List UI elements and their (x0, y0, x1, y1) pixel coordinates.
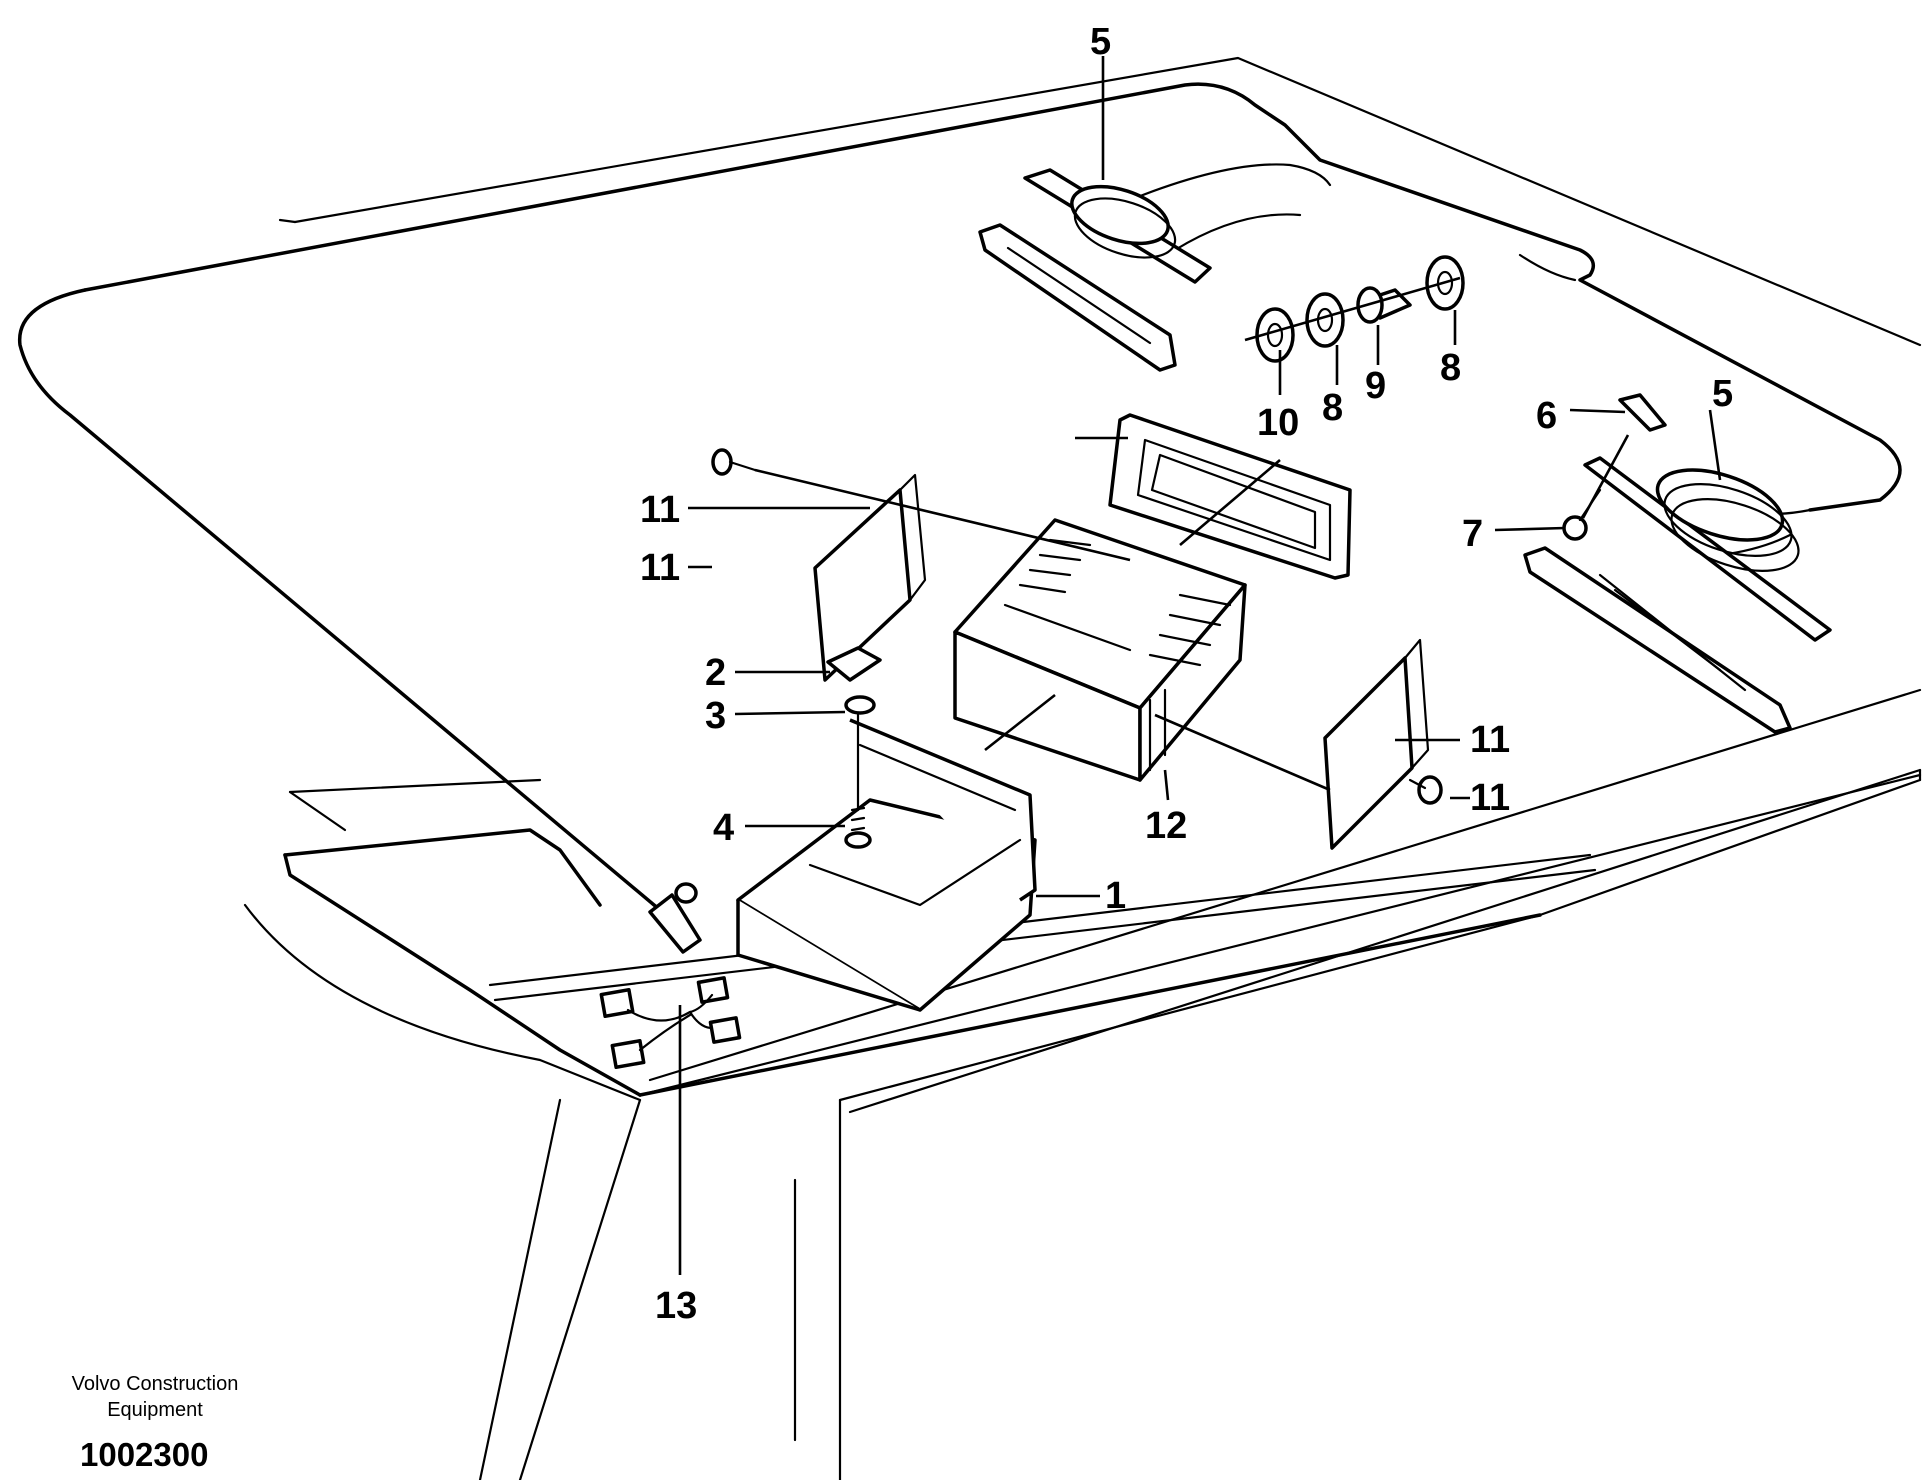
drawing-footer: Volvo Construction Equipment 1002300 (72, 1373, 239, 1473)
callout-12: 12 (1145, 805, 1187, 847)
callout-1: 1 (1105, 875, 1126, 917)
callout-6: 6 (1536, 395, 1557, 437)
callout-3: 3 (705, 695, 726, 737)
callout-7: 7 (1462, 513, 1483, 555)
radio-unit (953, 518, 1247, 782)
dashboard-shelf (243, 688, 1922, 1480)
screw-4 (844, 713, 872, 849)
callout-labels: 5 5 6 7 8 8 9 10 11 11 11 11 12 2 3 4 1 … (640, 21, 1733, 1327)
callout-11-screw-left: 11 (640, 547, 680, 589)
callout-11-bracket-right: 11 (1470, 719, 1510, 761)
callout-5-left: 5 (1090, 21, 1111, 63)
radio-holder-box (736, 718, 1037, 1012)
washer-3 (844, 695, 876, 715)
callout-11-bracket-left: 11 (640, 489, 680, 531)
callout-5-right: 5 (1712, 373, 1733, 415)
cab-roof-outline (17, 56, 1922, 912)
wiring-harness (599, 882, 742, 1070)
callout-8-left: 8 (1322, 387, 1343, 429)
callout-4: 4 (713, 807, 734, 849)
callout-2: 2 (705, 652, 726, 694)
speaker-right (1523, 456, 1832, 734)
screw-11-left (711, 448, 757, 476)
leader-lines (678, 56, 1722, 1275)
bracket-left (813, 473, 927, 682)
clip-6 (1618, 393, 1667, 432)
callout-8-right: 8 (1440, 347, 1461, 389)
screw-11-right (1408, 775, 1443, 805)
callout-11-screw-right: 11 (1470, 777, 1510, 819)
company-name-line2: Equipment (107, 1399, 203, 1421)
company-name-line1: Volvo Construction (72, 1373, 239, 1395)
callout-13: 13 (655, 1285, 697, 1327)
speaker-left (978, 168, 1212, 372)
bracket-right (1323, 638, 1430, 850)
clip-2 (826, 646, 882, 682)
callout-10: 10 (1257, 402, 1299, 444)
vent-holes (1003, 538, 1232, 772)
drawing-number: 1002300 (80, 1436, 208, 1473)
washer-set (1244, 255, 1465, 363)
callout-9: 9 (1365, 365, 1386, 407)
radio-frame-bezel (1108, 413, 1352, 580)
